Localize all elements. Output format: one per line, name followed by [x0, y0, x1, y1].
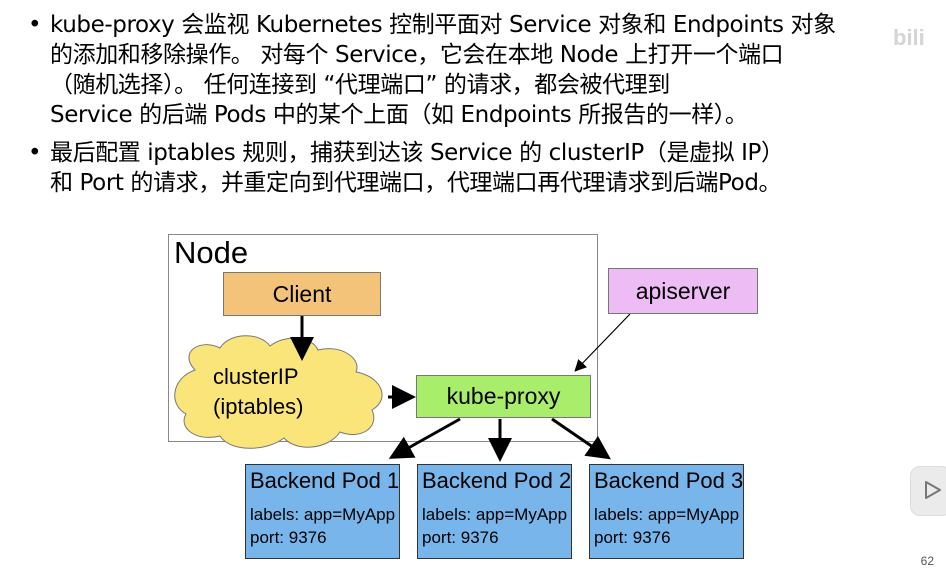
bullet-line: 的添加和移除操作。 对每个 Service，它会在本地 Node 上打开一个端口	[50, 42, 784, 68]
play-button[interactable]	[910, 466, 946, 516]
pod-port: port: 9376	[250, 528, 327, 547]
apiserver-to-kubeproxy-arrow	[574, 313, 631, 372]
bullet-item: • kube-proxy 会监视 Kubernetes 控制平面对 Servic…	[28, 10, 940, 130]
bilibili-watermark: bili	[893, 25, 925, 50]
pod-labels: labels: app=MyApp	[422, 505, 568, 524]
pod-title: Backend Pod 3	[594, 468, 744, 493]
clusterip-cloud-shape	[174, 335, 383, 449]
backend-pod-3: Backend Pod 3 labels: app=MyApp port: 93…	[589, 464, 744, 559]
bullet-list: • kube-proxy 会监视 Kubernetes 控制平面对 Servic…	[28, 10, 940, 198]
bullet-item: • 最后配置 iptables 规则，捕获到达该 Service 的 clust…	[28, 138, 940, 198]
backend-pod-1: Backend Pod 1 labels: app=MyApp port: 93…	[245, 464, 400, 559]
client-box: Client	[223, 272, 381, 316]
backend-pod-2: Backend Pod 2 labels: app=MyApp port: 93…	[417, 464, 572, 559]
kubeproxy-to-pod1-arrow	[388, 417, 461, 459]
bullet-line: （随机选择）。 任何连接到 “代理端口” 的请求，都会被代理到	[50, 72, 670, 98]
bullet-line: Service 的后端 Pods 中的某个上面（如 Endpoints 所报告的…	[50, 102, 748, 128]
pod-labels: labels: app=MyApp	[250, 505, 396, 524]
bullet-line: 最后配置 iptables 规则，捕获到达该 Service 的 cluster…	[50, 140, 784, 166]
pod-title: Backend Pod 1	[250, 468, 400, 493]
pod-port: port: 9376	[594, 528, 671, 547]
bullet-dot-icon: •	[28, 140, 42, 166]
pod-port: port: 9376	[422, 528, 499, 547]
bullet-dot-icon: •	[28, 12, 42, 38]
cloud-label-line: (iptables)	[213, 394, 304, 419]
apiserver-box: apiserver	[608, 268, 758, 314]
page-number: 62	[920, 554, 934, 568]
bullet-line: 和 Port 的请求，并重定向到代理端口，代理端口再代理请求到后端Pod。	[50, 170, 782, 196]
clusterip-cloud-label: clusterIP (iptables)	[213, 362, 303, 422]
bullet-line: kube-proxy 会监视 Kubernetes 控制平面对 Service …	[50, 12, 836, 38]
kubeproxy-to-pod3-arrow	[551, 417, 611, 460]
kube-proxy-box: kube-proxy	[416, 375, 591, 418]
cloud-label-line: clusterIP	[213, 364, 299, 389]
play-icon	[925, 481, 941, 499]
pod-labels: labels: app=MyApp	[594, 505, 740, 524]
pod-title: Backend Pod 2	[422, 468, 572, 493]
node-title: Node	[174, 235, 249, 270]
